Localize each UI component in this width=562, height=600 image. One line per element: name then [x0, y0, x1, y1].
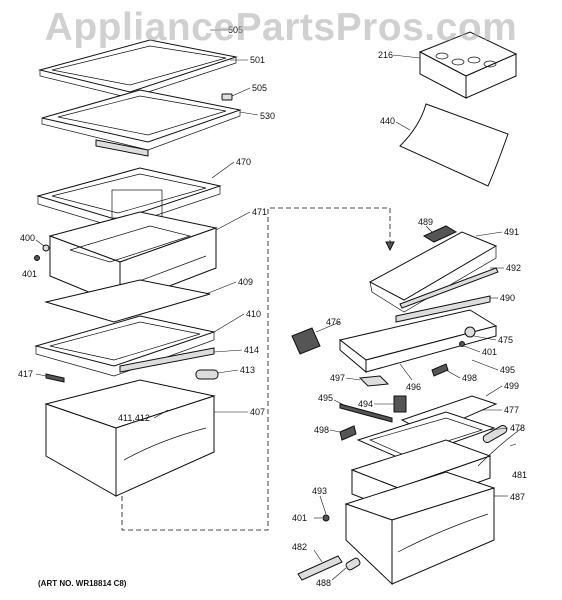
- callout-505a: 505: [228, 25, 243, 35]
- part-frame-477[interactable]: [356, 411, 496, 461]
- callout-476: 476: [326, 317, 341, 327]
- part-damper-476[interactable]: [291, 327, 321, 355]
- art-number-label: (ART NO. WR18814 C8): [38, 579, 127, 588]
- callout-505b: 505: [252, 83, 267, 93]
- callout-530: 530: [260, 111, 275, 121]
- assembly-arrow: [385, 241, 395, 252]
- callout-492: 492: [506, 263, 521, 273]
- part-glass-409[interactable]: [44, 279, 211, 323]
- part-rail-414[interactable]: [119, 347, 215, 373]
- part-control-494[interactable]: [393, 395, 407, 413]
- part-door-491[interactable]: [368, 231, 498, 313]
- part-rail-498a[interactable]: [431, 363, 449, 377]
- callout-498a: 498: [462, 373, 477, 383]
- callout-501: 501: [250, 55, 265, 65]
- callout-400: 400: [20, 233, 35, 243]
- part-screw-493[interactable]: [322, 514, 330, 522]
- part-seal-490[interactable]: [395, 295, 491, 323]
- callout-477: 477: [504, 405, 519, 415]
- part-rail-498b[interactable]: [339, 425, 357, 441]
- part-rail-417[interactable]: [45, 373, 65, 383]
- callout-414: 414: [244, 345, 259, 355]
- part-clip-505[interactable]: [221, 93, 233, 101]
- part-pad-497[interactable]: [358, 375, 390, 387]
- part-tube-482[interactable]: [297, 555, 343, 581]
- part-bin-216[interactable]: [418, 31, 518, 99]
- callout-495b: 495: [318, 393, 333, 403]
- callout-491: 491: [504, 227, 519, 237]
- callout-216: 216: [378, 50, 393, 60]
- callout-496: 496: [406, 382, 421, 392]
- leader-lines: [35, 29, 517, 581]
- callout-495a: 495: [500, 365, 515, 375]
- callout-411: 411,412: [118, 413, 150, 423]
- callout-488: 488: [316, 578, 331, 588]
- callout-482: 482: [292, 542, 307, 552]
- callout-413: 413: [240, 365, 255, 375]
- callout-401a: 401: [22, 269, 37, 279]
- callout-489: 489: [418, 217, 433, 227]
- part-strip-492[interactable]: [399, 267, 499, 309]
- part-cap-488[interactable]: [345, 557, 361, 571]
- assembly-boundary-line: [121, 207, 391, 531]
- callout-494: 494: [358, 399, 373, 409]
- part-roller-413[interactable]: [195, 369, 219, 380]
- callout-498b: 498: [314, 425, 329, 435]
- callout-labels: 505 501 505 530 470 471 400 401 409 410 …: [18, 25, 527, 588]
- part-housing-496[interactable]: [338, 309, 498, 374]
- callout-487: 487: [510, 492, 525, 502]
- callout-409: 409: [238, 277, 253, 287]
- callout-401c: 401: [292, 513, 307, 523]
- callout-401b: 401: [482, 347, 497, 357]
- callout-499: 499: [504, 381, 519, 391]
- callout-470: 470: [236, 157, 251, 167]
- callout-417: 417: [18, 369, 33, 379]
- part-rail-495[interactable]: [339, 403, 393, 423]
- part-shelf-530[interactable]: [41, 89, 242, 157]
- callout-440: 440: [380, 116, 395, 126]
- part-knob-475[interactable]: [459, 326, 476, 347]
- part-hose-481[interactable]: [477, 427, 523, 467]
- callout-493: 493: [312, 486, 327, 496]
- part-pan-487[interactable]: [344, 471, 496, 586]
- callout-481: 481: [512, 470, 527, 480]
- callout-407: 407: [250, 407, 265, 417]
- part-screw-400[interactable]: [34, 244, 50, 261]
- callout-497: 497: [330, 373, 345, 383]
- part-roller-478[interactable]: [482, 424, 509, 444]
- part-shelf-501[interactable]: [38, 39, 238, 99]
- part-pan-407[interactable]: [44, 379, 216, 497]
- callout-471: 471: [252, 207, 267, 217]
- part-handle-489[interactable]: [422, 225, 458, 243]
- callout-410: 410: [246, 309, 261, 319]
- callout-478: 478: [510, 423, 525, 433]
- callout-475: 475: [498, 335, 513, 345]
- callout-490: 490: [500, 293, 515, 303]
- part-cover-440[interactable]: [399, 103, 509, 187]
